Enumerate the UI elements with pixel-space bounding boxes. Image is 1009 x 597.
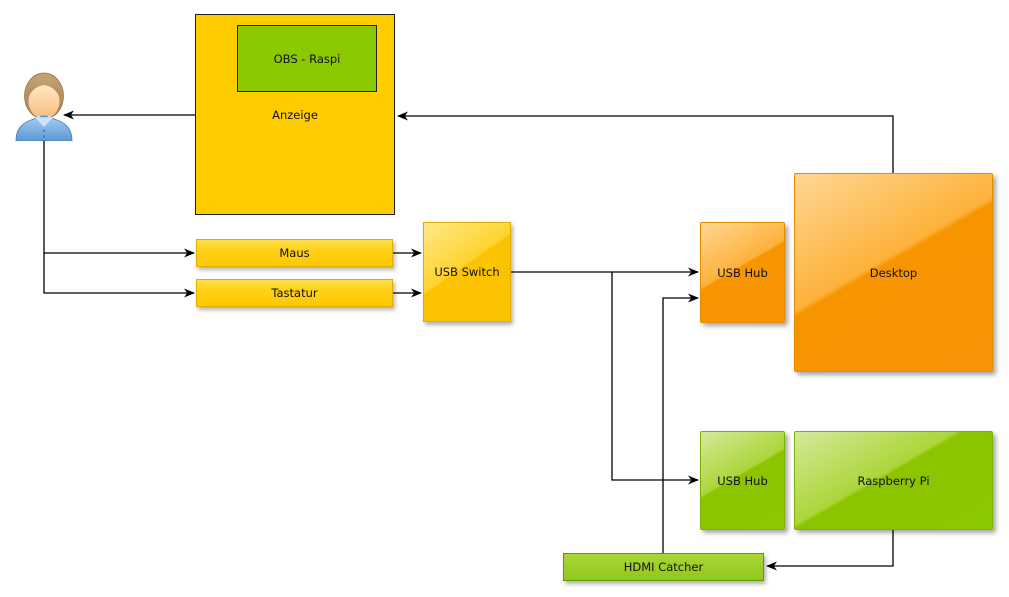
node-usb-hub-pi-label: USB Hub bbox=[717, 473, 768, 488]
edge-usbswitch-to-usbhub-pi bbox=[611, 272, 699, 485]
edge-user-to-tastatur bbox=[43, 253, 195, 298]
node-usb-hub-desktop: USB Hub bbox=[700, 222, 785, 323]
node-tastatur: Tastatur bbox=[196, 279, 393, 307]
person-icon bbox=[15, 72, 73, 141]
node-hdmi-catcher-label: HDMI Catcher bbox=[623, 560, 704, 574]
node-obs-raspi: OBS - Raspi bbox=[237, 25, 377, 92]
edge-hdmicatcher-to-usbhub-desktop bbox=[662, 293, 699, 553]
node-anzeige-label: Anzeige bbox=[272, 108, 318, 122]
node-maus: Maus bbox=[196, 239, 393, 267]
edge-desktop-to-anzeige bbox=[397, 111, 894, 173]
node-desktop: Desktop bbox=[794, 173, 993, 372]
node-hdmi-catcher: HDMI Catcher bbox=[563, 553, 764, 581]
node-obs-raspi-label: OBS - Raspi bbox=[273, 51, 341, 66]
node-usb-switch: USB Switch bbox=[423, 222, 511, 322]
node-raspberry-pi-label: Raspberry Pi bbox=[857, 473, 930, 488]
edge-raspberrypi-to-hdmicatcher bbox=[766, 530, 894, 571]
node-usb-switch-label: USB Switch bbox=[434, 265, 500, 279]
node-anzeige-label-wrap: Anzeige bbox=[195, 102, 395, 128]
node-raspberry-pi: Raspberry Pi bbox=[794, 431, 993, 530]
node-desktop-label: Desktop bbox=[869, 265, 918, 280]
node-tastatur-label: Tastatur bbox=[271, 286, 318, 300]
edge-user-to-maus bbox=[43, 140, 195, 258]
node-usb-hub-pi: USB Hub bbox=[700, 431, 785, 530]
node-maus-label: Maus bbox=[279, 246, 310, 260]
node-usb-hub-desktop-label: USB Hub bbox=[717, 265, 768, 280]
